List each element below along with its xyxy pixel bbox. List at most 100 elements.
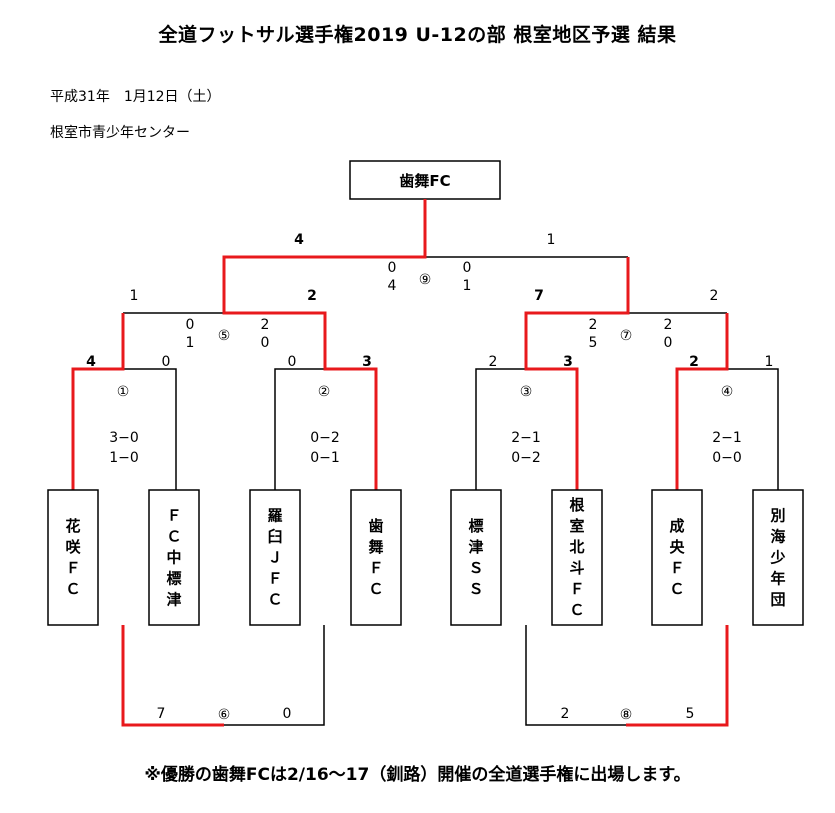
- halves-m3-first: 2−1: [511, 430, 541, 446]
- champion-name: 歯舞FC: [399, 172, 450, 190]
- winner-path-lines: [71, 199, 729, 727]
- score-m6-right: 0: [283, 706, 292, 722]
- score-m2-left: 0: [288, 354, 297, 370]
- score-m5-left: 1: [130, 288, 139, 304]
- halves-m5-right-second: 0: [261, 335, 270, 351]
- team-6-char: 北: [569, 538, 584, 556]
- team-7-char: 央: [669, 538, 685, 556]
- score-m8-left: 2: [561, 706, 570, 722]
- halves-m4-second: 0−0: [712, 450, 742, 466]
- event-venue: 根室市青少年センター: [50, 125, 190, 141]
- score-m1-left: 4: [86, 354, 96, 370]
- team-5-char: 標: [468, 517, 483, 535]
- halves-m5-left-second: 1: [186, 335, 195, 351]
- team-7-char: 成: [669, 517, 684, 535]
- match-no-5: ⑤: [218, 328, 231, 344]
- match-no-4: ④: [721, 384, 734, 400]
- score-m4-left: 2: [689, 354, 699, 370]
- score-m5-right: 2: [307, 288, 317, 304]
- halves-m7-left-first: 2: [589, 317, 598, 333]
- match-numbers: ① ② ③ ④ ⑤ ⑦ ⑨ ⑥ ⑧: [117, 272, 734, 723]
- match-no-7: ⑦: [620, 328, 633, 344]
- halves-m4-first: 2−1: [712, 430, 742, 446]
- team-8-char: 別: [769, 507, 785, 525]
- halves-m9-right-first: 0: [463, 260, 472, 276]
- score-m9-left: 4: [294, 232, 304, 248]
- team-4-char: Ｆ: [368, 559, 383, 577]
- halves-m5-left-first: 0: [186, 317, 195, 333]
- team-2-char: 津: [166, 591, 181, 609]
- match-no-2: ②: [318, 384, 331, 400]
- halves-m9-left-first: 0: [388, 260, 397, 276]
- team-1-char: 咲: [65, 538, 81, 556]
- team-8-char: 少: [769, 549, 785, 567]
- team-2-char: 中: [166, 549, 181, 567]
- team-3-char: 羅: [267, 507, 282, 525]
- team-3-char: Ｃ: [267, 591, 282, 609]
- score-m1-right: 0: [162, 354, 171, 370]
- page-title: 全道フットサル選手権2019 U-12の部 根室地区予選 結果: [158, 24, 677, 46]
- halves-m2-first: 0−2: [310, 430, 340, 446]
- halves-m2-second: 0−1: [310, 450, 340, 466]
- team-4-char: 舞: [368, 538, 383, 556]
- team-6-char: 根: [569, 496, 584, 514]
- score-m2-right: 3: [362, 354, 372, 370]
- halves-m7-left-second: 5: [589, 335, 598, 351]
- team-8-char: 年: [770, 570, 785, 588]
- score-m4-right: 1: [765, 354, 774, 370]
- team-box-1: [47, 489, 99, 626]
- team-7-char: Ｆ: [669, 559, 684, 577]
- match-no-9: ⑨: [419, 272, 432, 288]
- team-3-char: Ｆ: [267, 570, 282, 588]
- team-6-char: Ｆ: [569, 580, 584, 598]
- team-box-2: [148, 489, 200, 626]
- score-m7-right: 2: [710, 288, 719, 304]
- team-box-3: [249, 489, 301, 626]
- team-3-char: 臼: [267, 528, 282, 546]
- team-7-char: Ｃ: [669, 580, 684, 598]
- score-m8-right: 5: [686, 706, 695, 722]
- team-box-6: [551, 489, 603, 626]
- match-no-1: ①: [117, 384, 130, 400]
- halves-m7-right-first: 2: [664, 317, 673, 333]
- match-no-3: ③: [520, 384, 533, 400]
- team-1-char: Ｆ: [65, 559, 80, 577]
- halves-m7-right-second: 0: [664, 335, 673, 351]
- team-8-char: 団: [770, 591, 785, 609]
- halves-m5-right-first: 2: [261, 317, 270, 333]
- event-date: 平成31年 1月12日（土）: [50, 89, 221, 105]
- score-m3-right: 3: [563, 354, 573, 370]
- team-5-char: Ｓ: [468, 580, 483, 598]
- halves-m9-right-second: 1: [463, 278, 472, 294]
- score-m7-left: 7: [534, 288, 544, 304]
- team-box-5: [450, 489, 502, 626]
- team-1-char: 花: [65, 517, 80, 535]
- team-2-char: Ｃ: [166, 528, 181, 546]
- halves-m3-second: 0−2: [511, 450, 541, 466]
- team-4-char: Ｃ: [368, 580, 383, 598]
- team-box-8: [752, 489, 804, 626]
- team-3-char: Ｊ: [267, 549, 282, 567]
- halves-m9-left-second: 4: [388, 278, 397, 294]
- team-1-char: Ｃ: [65, 580, 80, 598]
- team-6-char: 斗: [569, 559, 584, 577]
- team-box-7: [651, 489, 703, 626]
- team-box-4: [350, 489, 402, 626]
- team-4-char: 歯: [368, 517, 383, 535]
- footnote: ※優勝の歯舞FCは2/16～17（釧路）開催の全道選手権に出場します。: [144, 765, 691, 785]
- team-5-char: Ｓ: [468, 559, 483, 577]
- team-5-char: 津: [468, 538, 483, 556]
- team-6-char: 室: [569, 517, 584, 535]
- team-6-char: Ｃ: [569, 601, 584, 619]
- bracket-lines: [123, 256, 779, 726]
- team-8-char: 海: [770, 528, 785, 546]
- score-m6-left: 7: [157, 706, 166, 722]
- halves-m1-second: 1−0: [109, 450, 139, 466]
- team-2-char: 標: [166, 570, 181, 588]
- score-m3-left: 2: [489, 354, 498, 370]
- team-boxes: [47, 489, 804, 626]
- halves-m1-first: 3−0: [109, 430, 139, 446]
- score-m9-right: 1: [547, 232, 556, 248]
